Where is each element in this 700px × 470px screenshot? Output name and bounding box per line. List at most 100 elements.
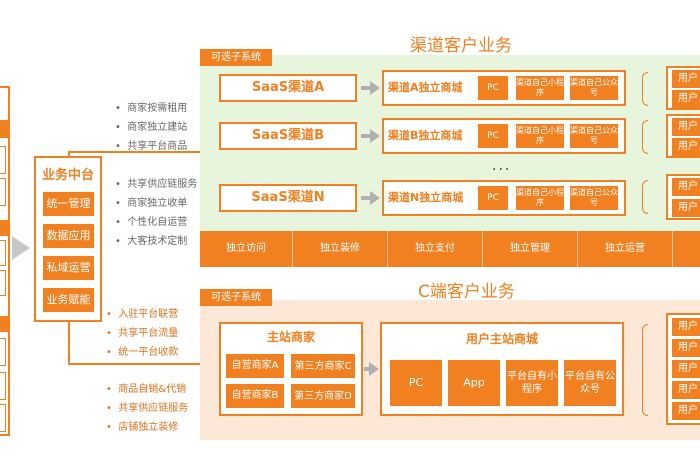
left-item xyxy=(0,338,6,366)
independent-features-strip: 独立访问 独立装修 独立支付 独立管理 独立运营 xyxy=(200,231,700,267)
data-application-button[interactable]: 数据应用 xyxy=(43,224,94,248)
left-header-block xyxy=(0,316,8,332)
optional-subsystem-tag: 可选子系统 xyxy=(200,49,272,66)
user-button[interactable]: 用户 xyxy=(672,199,700,217)
left-header-block xyxy=(0,120,8,138)
pc-button[interactable]: PC xyxy=(478,186,508,210)
channel-mini-program-button[interactable]: 渠道自己小程序 xyxy=(516,76,564,100)
feature-cell: 独立访问 xyxy=(200,231,293,267)
brace-connector xyxy=(642,324,648,416)
connector-line xyxy=(68,151,200,153)
arrow-right-icon xyxy=(370,129,380,143)
main-site-merchants: 主站商家 自营商家A 第三方商家C 自营商家B 第三方商家D xyxy=(219,322,363,416)
left-item xyxy=(0,270,6,296)
bullet-item: • 共享供应链服务 xyxy=(115,179,198,190)
brace-connector xyxy=(642,72,648,106)
feature-cell: 独立运营 xyxy=(578,231,673,267)
bullet-item: • 商家独立收单 xyxy=(115,198,188,209)
bullet-item: • 统一平台收款 xyxy=(106,347,179,358)
third-party-merchant-c[interactable]: 第三方商家C xyxy=(291,354,355,378)
user-button[interactable]: 用户 xyxy=(672,381,700,399)
brace-connector xyxy=(642,120,648,154)
arrow-shaft xyxy=(361,134,371,138)
bullet-item: • 共享供应链服务 xyxy=(106,403,189,414)
user-button[interactable]: 用户 xyxy=(672,70,700,88)
channel-n-shop[interactable]: 渠道N独立商城 PC 渠道自己小程序 渠道自己公众号 xyxy=(382,180,626,216)
user-button[interactable]: 用户 xyxy=(672,90,700,108)
feature-cell: 独立管理 xyxy=(483,231,578,267)
self-operated-merchant-b[interactable]: 自营商家B xyxy=(226,384,284,408)
arrow-shaft xyxy=(361,86,371,90)
shop-label: 渠道A独立商城 xyxy=(388,81,463,94)
bullet-list-mid: • 共享供应链服务 • 商家独立收单 • 个性化自运营 • 大客技术定制 xyxy=(115,175,197,251)
bullet-item: • 店铺独立装修 xyxy=(106,422,179,433)
brace-connector xyxy=(642,180,648,214)
left-item xyxy=(0,178,6,206)
connector-line xyxy=(68,320,70,364)
shop-label: 渠道N独立商城 xyxy=(388,191,464,204)
app-button[interactable]: App xyxy=(448,360,500,406)
business-middle-platform: 业务中台 统一管理 数据应用 私域运营 业务赋能 xyxy=(34,156,102,322)
bullet-item: • 商品自销&代销 xyxy=(106,384,187,395)
saas-section-title: 渠道客户业务 xyxy=(410,36,512,56)
user-group: 用户 用户 用户 用户 用户 xyxy=(666,313,700,425)
unified-management-button[interactable]: 统一管理 xyxy=(43,192,94,216)
pc-button[interactable]: PC xyxy=(390,360,442,406)
user-group: 用户 用户 xyxy=(666,114,700,158)
connector-line xyxy=(68,363,200,365)
channel-official-account-button[interactable]: 渠道自己公众号 xyxy=(570,76,618,100)
arrow-shaft xyxy=(364,367,370,371)
user-button[interactable]: 用户 xyxy=(672,178,700,196)
user-button[interactable]: 用户 xyxy=(672,360,700,378)
saas-channel-a[interactable]: SaaS渠道A xyxy=(219,74,357,102)
user-button[interactable]: 用户 xyxy=(672,339,700,357)
user-button[interactable]: 用户 xyxy=(672,138,700,156)
channel-official-account-button[interactable]: 渠道自己公众号 xyxy=(570,124,618,148)
bullet-item: • 商家按需租用 xyxy=(115,103,188,114)
channel-b-shop[interactable]: 渠道B独立商城 PC 渠道自己小程序 渠道自己公众号 xyxy=(382,118,626,154)
channel-mini-program-button[interactable]: 渠道自己小程序 xyxy=(516,124,564,148)
left-item xyxy=(0,240,6,266)
private-domain-operation-button[interactable]: 私域运营 xyxy=(43,256,94,280)
user-button[interactable]: 用户 xyxy=(672,118,700,136)
user-button[interactable]: 用户 xyxy=(672,318,700,336)
feature-cell-empty xyxy=(673,231,700,267)
left-item xyxy=(0,146,6,174)
arrow-right-icon xyxy=(370,191,380,205)
user-button[interactable]: 用户 xyxy=(672,402,700,420)
self-operated-merchant-a[interactable]: 自营商家A xyxy=(226,354,284,378)
channel-a-shop[interactable]: 渠道A独立商城 PC 渠道自己小程序 渠道自己公众号 xyxy=(382,70,626,106)
pc-button[interactable]: PC xyxy=(478,76,508,100)
bullet-item: • 共享平台商品 xyxy=(115,141,188,152)
bullet-item: • 共享平台流量 xyxy=(106,328,179,339)
user-shop-title: 用户主站商城 xyxy=(465,332,538,346)
channel-mini-program-button[interactable]: 渠道自己小程序 xyxy=(516,186,564,210)
user-main-site-shop: 用户主站商城 PC App 平台自有小程序 平台自有公众号 xyxy=(380,322,624,416)
arrow-shaft xyxy=(361,196,371,200)
arrow-right-icon xyxy=(369,362,379,376)
third-party-merchant-d[interactable]: 第三方商家D xyxy=(291,384,355,408)
bullet-item: • 入驻平台联营 xyxy=(106,309,179,320)
ellipsis-dots: ... xyxy=(492,158,512,174)
middle-platform-title: 业务中台 xyxy=(41,168,94,183)
cend-section-title: C端客户业务 xyxy=(418,282,515,302)
optional-subsystem-tag: 可选子系统 xyxy=(200,289,272,306)
left-item xyxy=(0,404,6,432)
pc-button[interactable]: PC xyxy=(478,124,508,148)
bullet-list-top: • 商家按需租用 • 商家独立建站 • 共享平台商品 xyxy=(115,99,187,156)
bullet-item: • 个性化自运营 xyxy=(115,217,188,228)
feature-cell: 独立支付 xyxy=(388,231,483,267)
platform-mini-program-button[interactable]: 平台自有小程序 xyxy=(506,360,558,406)
saas-channel-b[interactable]: SaaS渠道B xyxy=(219,122,357,150)
business-enablement-button[interactable]: 业务赋能 xyxy=(43,288,94,312)
platform-official-account-button[interactable]: 平台自有公众号 xyxy=(564,360,616,406)
gray-arrow-right-icon xyxy=(12,236,30,260)
channel-official-account-button[interactable]: 渠道自己公众号 xyxy=(570,186,618,210)
bullet-item: • 商家独立建站 xyxy=(115,122,188,133)
bullet-list-c1: • 入驻平台联营 • 共享平台流量 • 统一平台收款 xyxy=(106,305,178,362)
user-group: 用户 用户 xyxy=(666,66,700,110)
bullet-list-c2: • 商品自销&代销 • 共享供应链服务 • 店铺独立装修 xyxy=(106,380,188,437)
arrow-right-icon xyxy=(370,81,380,95)
saas-channel-n[interactable]: SaaS渠道N xyxy=(219,184,357,212)
feature-cell: 独立装修 xyxy=(293,231,388,267)
